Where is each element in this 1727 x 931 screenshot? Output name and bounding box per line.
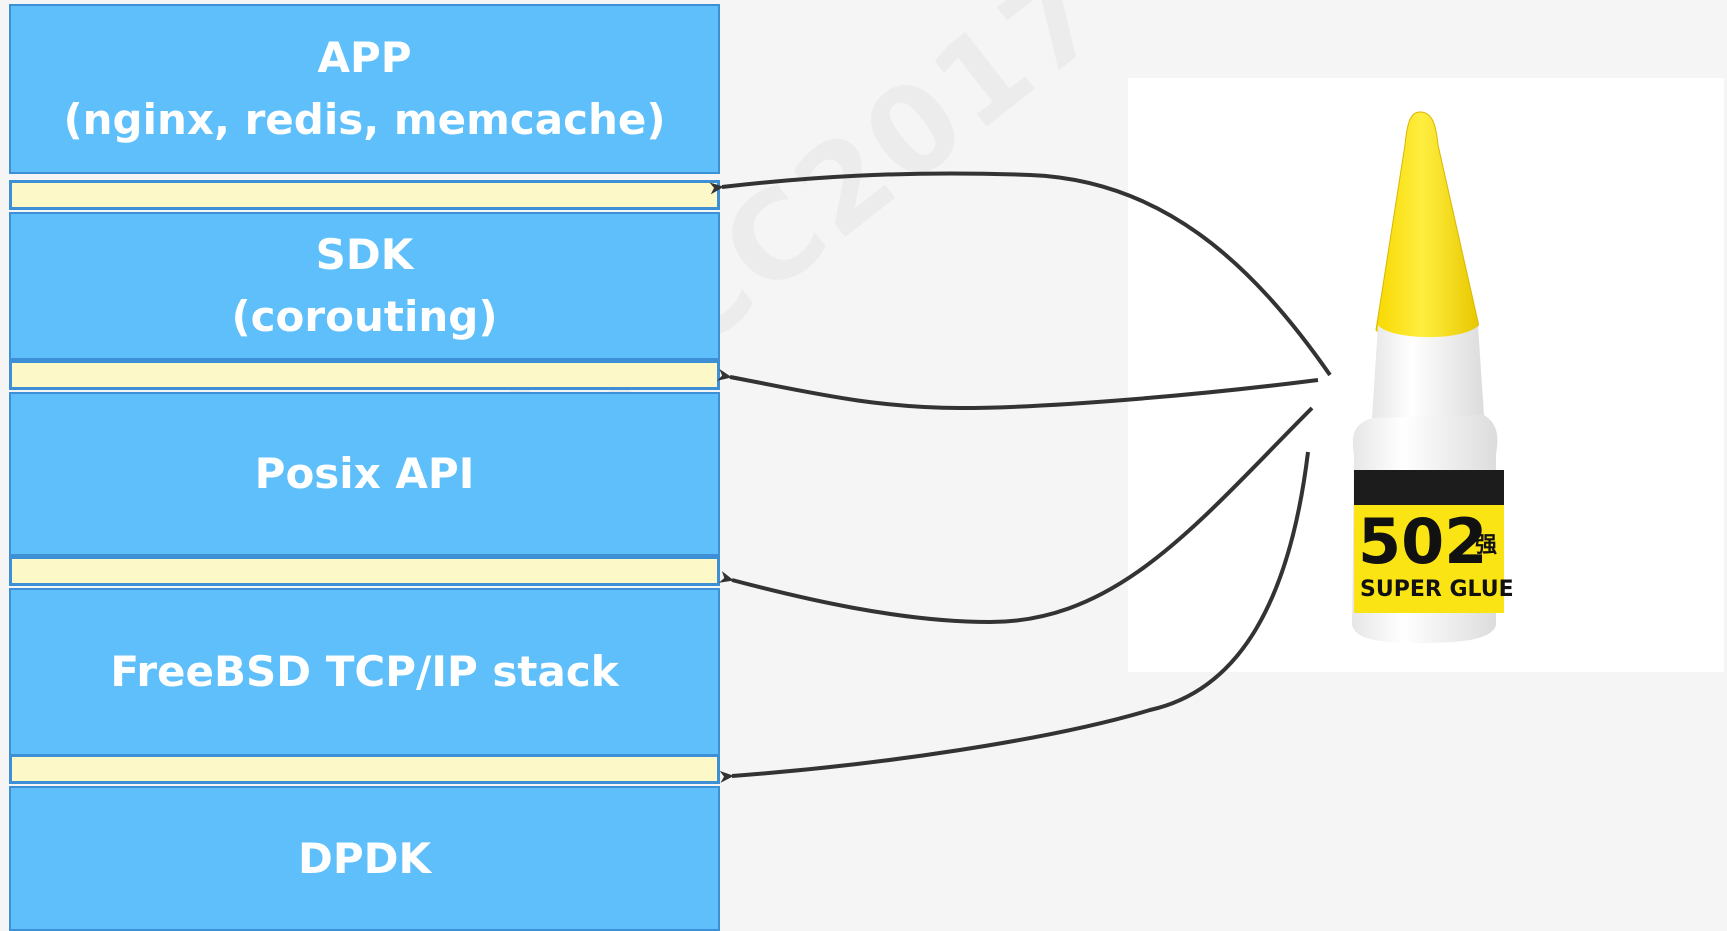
arrow-to-glue-3	[718, 406, 1314, 625]
layer-posix-title: Posix API	[254, 449, 475, 498]
layer-app-subtitle: (nginx, redis, memcache)	[63, 95, 666, 144]
glue-layer-3	[9, 556, 720, 586]
layer-sdk: SDK (corouting)	[9, 212, 720, 360]
layer-sdk-title: SDK	[315, 230, 414, 279]
arrow-to-glue-2	[717, 368, 1319, 411]
super-glue-bottle-icon: 502 强 SUPER GLUE	[1352, 111, 1514, 643]
layer-sdk-subtitle: (corouting)	[231, 292, 498, 341]
glue-layer-4	[9, 754, 720, 784]
bottle-label: SUPER GLUE	[1360, 577, 1514, 602]
arrow-to-glue-1	[709, 171, 1332, 377]
layer-dpdk: DPDK	[9, 786, 720, 931]
glue-layer-1	[9, 180, 720, 210]
glue-layer-2	[9, 360, 720, 390]
arrow-to-glue-4	[719, 451, 1310, 783]
bottle-glyph: 强	[1475, 533, 1497, 558]
layer-app-title: APP	[317, 33, 412, 82]
layer-app: APP (nginx, redis, memcache)	[9, 4, 720, 174]
layer-dpdk-title: DPDK	[297, 833, 432, 883]
bottle-number: 502	[1358, 505, 1487, 578]
layer-posix: Posix API	[9, 392, 720, 556]
layer-freebsd-title: FreeBSD TCP/IP stack	[110, 647, 619, 696]
